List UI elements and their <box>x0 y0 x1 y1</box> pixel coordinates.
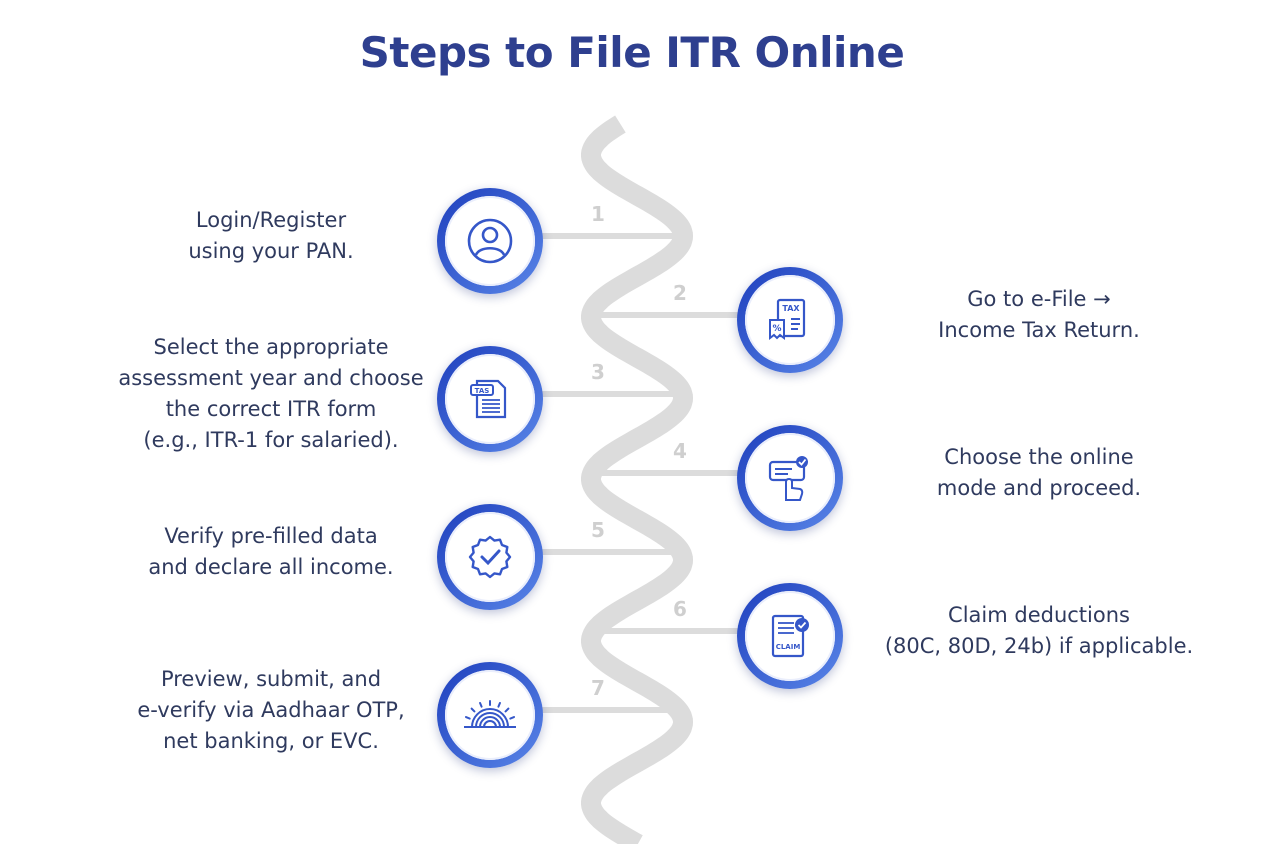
online-click-icon <box>768 456 808 501</box>
step-text-line: (80C, 80D, 24b) if applicable. <box>884 634 1194 658</box>
step-text-7: Preview, submit, and e-verify via Aadhaar… <box>111 664 431 757</box>
page-title: Steps to File ITR Online <box>359 28 905 77</box>
road-line <box>581 115 694 844</box>
step-number-2: 2 <box>673 281 687 305</box>
step-number-5: 5 <box>591 518 605 542</box>
step-number-3: 3 <box>591 360 605 384</box>
step-number-4: 4 <box>673 439 687 463</box>
step-node-2: TAX% <box>737 267 843 373</box>
step-text-line: assessment year and choose <box>118 366 424 390</box>
step-text-line: Choose the online <box>944 445 1134 469</box>
verified-badge-icon <box>468 535 512 579</box>
step-node-3: TAS <box>437 346 543 452</box>
step-text-2: Go to e-File → Income Tax Return. <box>859 284 1219 346</box>
svg-text:TAS: TAS <box>475 387 490 395</box>
step-text-5: Verify pre-filled data and declare all in… <box>111 521 431 583</box>
step-node-7 <box>437 662 543 768</box>
step-text-line: Select the appropriate <box>153 335 389 359</box>
step-node-4 <box>737 425 843 531</box>
step-text-line: Income Tax Return. <box>938 318 1140 342</box>
step-number-1: 1 <box>591 202 605 226</box>
step-text-line: Verify pre-filled data <box>164 524 378 548</box>
step-text-6: Claim deductions (80C, 80D, 24b) if appli… <box>859 600 1219 662</box>
step-number-6: 6 <box>673 597 687 621</box>
step-text-line: using your PAN. <box>188 239 354 263</box>
step-node-5 <box>437 504 543 610</box>
step-text-line: e-verify via Aadhaar OTP, <box>137 697 405 722</box>
fingerprint-icon <box>464 700 516 728</box>
step-text-line: net banking, or EVC. <box>163 728 379 753</box>
svg-text:CLAIM: CLAIM <box>776 643 801 651</box>
step-text-4: Choose the online mode and proceed. <box>859 442 1219 504</box>
step-text-line: the correct ITR form <box>165 397 377 421</box>
user-icon <box>467 218 513 264</box>
step-node-6: CLAIM <box>737 583 843 689</box>
step-text-line: and declare all income. <box>148 555 394 579</box>
step-number-7: 7 <box>591 676 605 700</box>
claim-document-icon: CLAIM <box>771 614 809 658</box>
step-text-line: Go to e-File → <box>967 287 1111 311</box>
tax-document-icon: TAX% <box>769 298 806 340</box>
step-text-line: Claim deductions <box>948 603 1130 627</box>
step-text-line: (e.g., ITR-1 for salaried). <box>143 428 399 452</box>
step-text-line: Login/Register <box>195 208 347 232</box>
step-text-line: Preview, submit, and <box>160 666 382 691</box>
step-node-1 <box>437 188 543 294</box>
svg-text:TAX: TAX <box>782 304 800 313</box>
svg-text:%: % <box>772 324 781 334</box>
step-text-1: Login/Register using your PAN. <box>111 205 431 267</box>
step-text-line: mode and proceed. <box>936 476 1142 500</box>
tds-document-icon: TAS <box>470 379 507 419</box>
step-text-3: Select the appropriate assessment year an… <box>111 332 431 456</box>
